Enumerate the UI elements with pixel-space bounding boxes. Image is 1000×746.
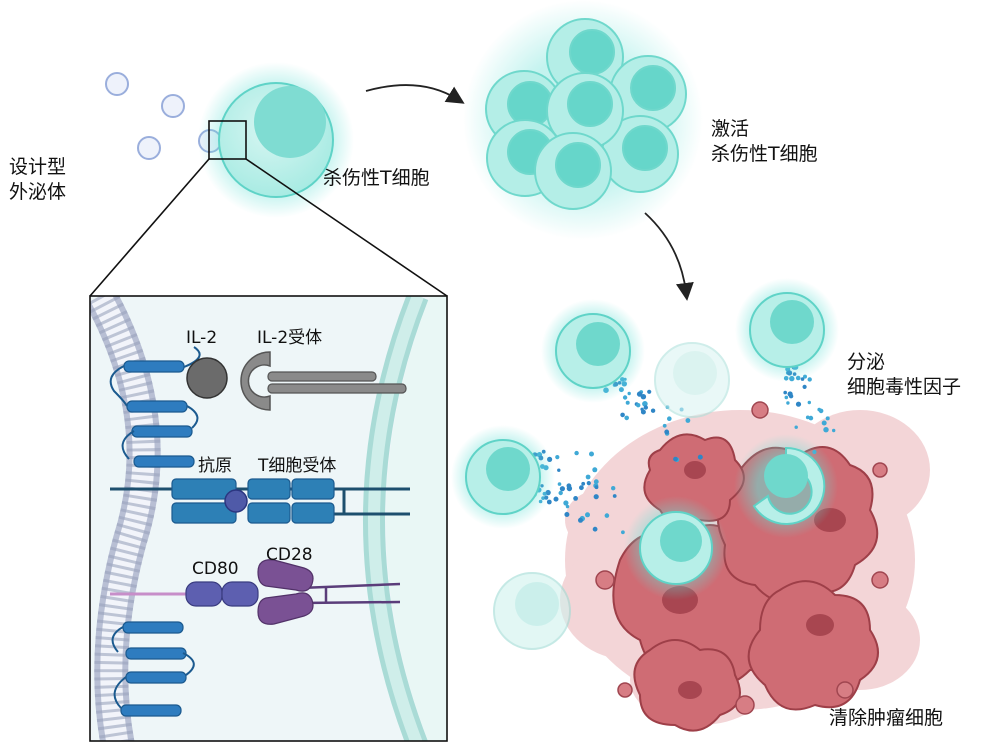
cytotoxic-dot (565, 504, 570, 509)
cytotoxic-dot (589, 451, 594, 457)
cytotoxic-dot (557, 468, 561, 472)
label-exosome: 设计型 外泌体 (9, 155, 66, 205)
label-killer-t-cell: 杀伤性T细胞 (323, 167, 430, 189)
cytotoxic-dot (823, 427, 829, 433)
cytotoxic-dot (574, 450, 579, 456)
cytotoxic-dot (664, 429, 670, 435)
cytotoxic-dot (640, 394, 647, 400)
cytotoxic-dot (673, 456, 678, 462)
killer-t-cell (198, 62, 354, 218)
label-tcr: T细胞受体 (257, 456, 336, 476)
cytotoxic-dot (636, 391, 643, 397)
antigen-shape (224, 489, 248, 513)
cytotoxic-dot (555, 455, 560, 460)
cytotoxic-dot (807, 400, 811, 405)
cytotoxic-dot (573, 496, 578, 501)
label-cd28: CD28 (266, 545, 313, 565)
cytotoxic-dot (642, 401, 648, 407)
cd28-shape (257, 559, 314, 592)
cytotoxic-dot (611, 486, 616, 491)
cytotoxic-dot (594, 485, 599, 490)
label-activated-line1: 激活 (711, 118, 750, 140)
cytotoxic-dot (697, 454, 703, 460)
cytotoxic-dot (821, 420, 827, 426)
cytotoxic-dot (794, 425, 798, 429)
label-secrete-line1: 分泌 (847, 351, 886, 373)
cytotoxic-dot (643, 405, 648, 410)
cytotoxic-dot (667, 416, 672, 422)
cytotoxic-dot (553, 496, 559, 502)
label-exosome-line1: 设计型 (9, 156, 67, 178)
cytotoxic-dot (620, 412, 625, 418)
cytotoxic-dot (805, 415, 810, 420)
cytotoxic-dot (685, 418, 691, 423)
exosome-vesicle (105, 72, 129, 96)
cytotoxic-dot (788, 394, 794, 399)
zoom-indicator (89, 120, 448, 297)
il2-ligand (186, 357, 228, 399)
cytotoxic-dot (586, 481, 591, 486)
label-cd80: CD80 (192, 559, 239, 579)
cytotoxic-dot (808, 415, 814, 421)
cytotoxic-dot (627, 391, 631, 396)
cytotoxic-dot (621, 530, 625, 535)
cytotoxic-dot (784, 395, 789, 400)
label-antigen: 抗原 (198, 456, 232, 476)
cytotoxic-dot (783, 390, 787, 395)
exosome-vesicle (137, 136, 161, 160)
cytotoxic-dot (640, 407, 644, 411)
cytotoxic-dot (564, 512, 570, 517)
arrow-activate (365, 84, 465, 104)
cytotoxic-dot (579, 485, 584, 491)
cytotoxic-dot (818, 408, 824, 414)
cytotoxic-dot (786, 401, 790, 405)
cytotoxic-dot (647, 389, 652, 394)
label-exosome-line2: 外泌体 (9, 181, 67, 203)
cytotoxic-dot (581, 481, 586, 486)
label-il2: IL-2 (186, 328, 217, 348)
cytotoxic-dot (559, 486, 566, 492)
cytotoxic-dot (636, 403, 641, 408)
cytotoxic-dot (802, 384, 807, 389)
exosome-vesicle (161, 94, 185, 118)
label-secrete: 分泌 细胞毒性因子 (847, 350, 961, 400)
cytotoxic-dot (604, 513, 610, 518)
cytotoxic-dot (625, 400, 630, 405)
cytotoxic-dot (563, 500, 569, 506)
membrane-inset: IL-2 IL-2受体 抗原 T细胞受体 CD80 CD28 (89, 295, 448, 742)
label-clear-tumor: 清除肿瘤细胞 (829, 707, 944, 729)
cytotoxic-dot (585, 474, 591, 480)
cd80-shape (185, 581, 223, 607)
cytotoxic-dot (566, 483, 572, 489)
cytotoxic-dot (558, 490, 563, 496)
cytotoxic-dot (578, 517, 583, 523)
label-il2-receptor: IL-2受体 (257, 328, 322, 348)
activated-t-cell-cluster (463, 0, 703, 240)
tumor-mass (560, 401, 930, 732)
cytotoxic-dot (612, 494, 617, 498)
il2-receptor-shape (240, 351, 271, 411)
cytotoxic-dot (825, 416, 830, 421)
cytotoxic-dot (650, 408, 656, 413)
cytotoxic-dot (622, 395, 628, 400)
cytotoxic-dot (662, 423, 667, 428)
cytotoxic-dot (557, 482, 562, 486)
cytotoxic-dot (593, 479, 599, 485)
cytotoxic-dot (795, 401, 802, 407)
label-activated-line2: 杀伤性T细胞 (711, 143, 818, 165)
label-activated: 激活 杀伤性T细胞 (711, 117, 818, 167)
cytotoxic-dot (832, 428, 836, 433)
cytotoxic-dot (593, 494, 599, 500)
cytotoxic-dot (592, 467, 598, 473)
cytotoxic-dot (624, 415, 629, 421)
attacking-t-cells (451, 278, 839, 650)
cytotoxic-dot (807, 377, 812, 382)
arrow-attack (644, 212, 694, 301)
cytotoxic-dot (585, 512, 590, 518)
cytotoxic-dot (592, 526, 598, 532)
label-secrete-line2: 细胞毒性因子 (847, 376, 962, 398)
